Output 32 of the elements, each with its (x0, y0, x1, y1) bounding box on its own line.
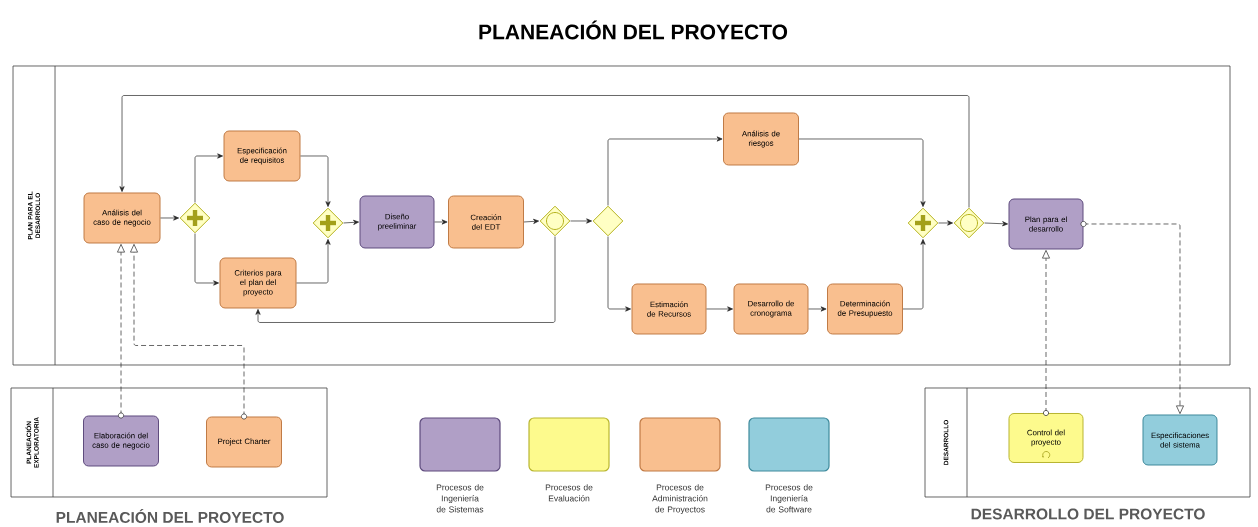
arrow (938, 220, 953, 226)
arrow (300, 155, 331, 207)
arrow (984, 221, 1008, 227)
arrow (434, 219, 448, 225)
arrow (808, 306, 827, 312)
arrow (194, 153, 223, 203)
section-caption: PLANEACIÓN DEL PROYECTO (56, 509, 284, 523)
title: PLANEACIÓN DEL PROYECTO (479, 20, 788, 40)
arrow (798, 138, 926, 207)
arrow (706, 306, 733, 312)
legend-label: Procesos de Ingeniería de Software (765, 484, 813, 513)
gateway-diamond (907, 207, 939, 239)
arrow (607, 136, 723, 206)
arrow (160, 215, 179, 221)
gateway-diamond (539, 205, 571, 237)
legend-label: Procesos de Evaluación (545, 484, 593, 502)
arrow (255, 236, 556, 323)
legend-label: Procesos de Administración de Proyectos (652, 484, 708, 515)
arrow (119, 95, 970, 208)
gateway-diamond (312, 207, 344, 239)
section-caption: DESARROLLO DEL PROYECTO (971, 508, 1205, 520)
arrow (902, 239, 926, 310)
arrow (607, 236, 631, 312)
arrow (194, 233, 219, 286)
arrow (523, 218, 539, 224)
arrow (343, 219, 359, 225)
legend-label: Procesos de Ingeniería de Sistemas (436, 484, 484, 513)
gateway-diamond (179, 202, 211, 234)
gateway-diamond (953, 207, 985, 239)
arrow (296, 239, 331, 284)
arrow (570, 218, 592, 224)
gateway-diamond (592, 205, 624, 237)
